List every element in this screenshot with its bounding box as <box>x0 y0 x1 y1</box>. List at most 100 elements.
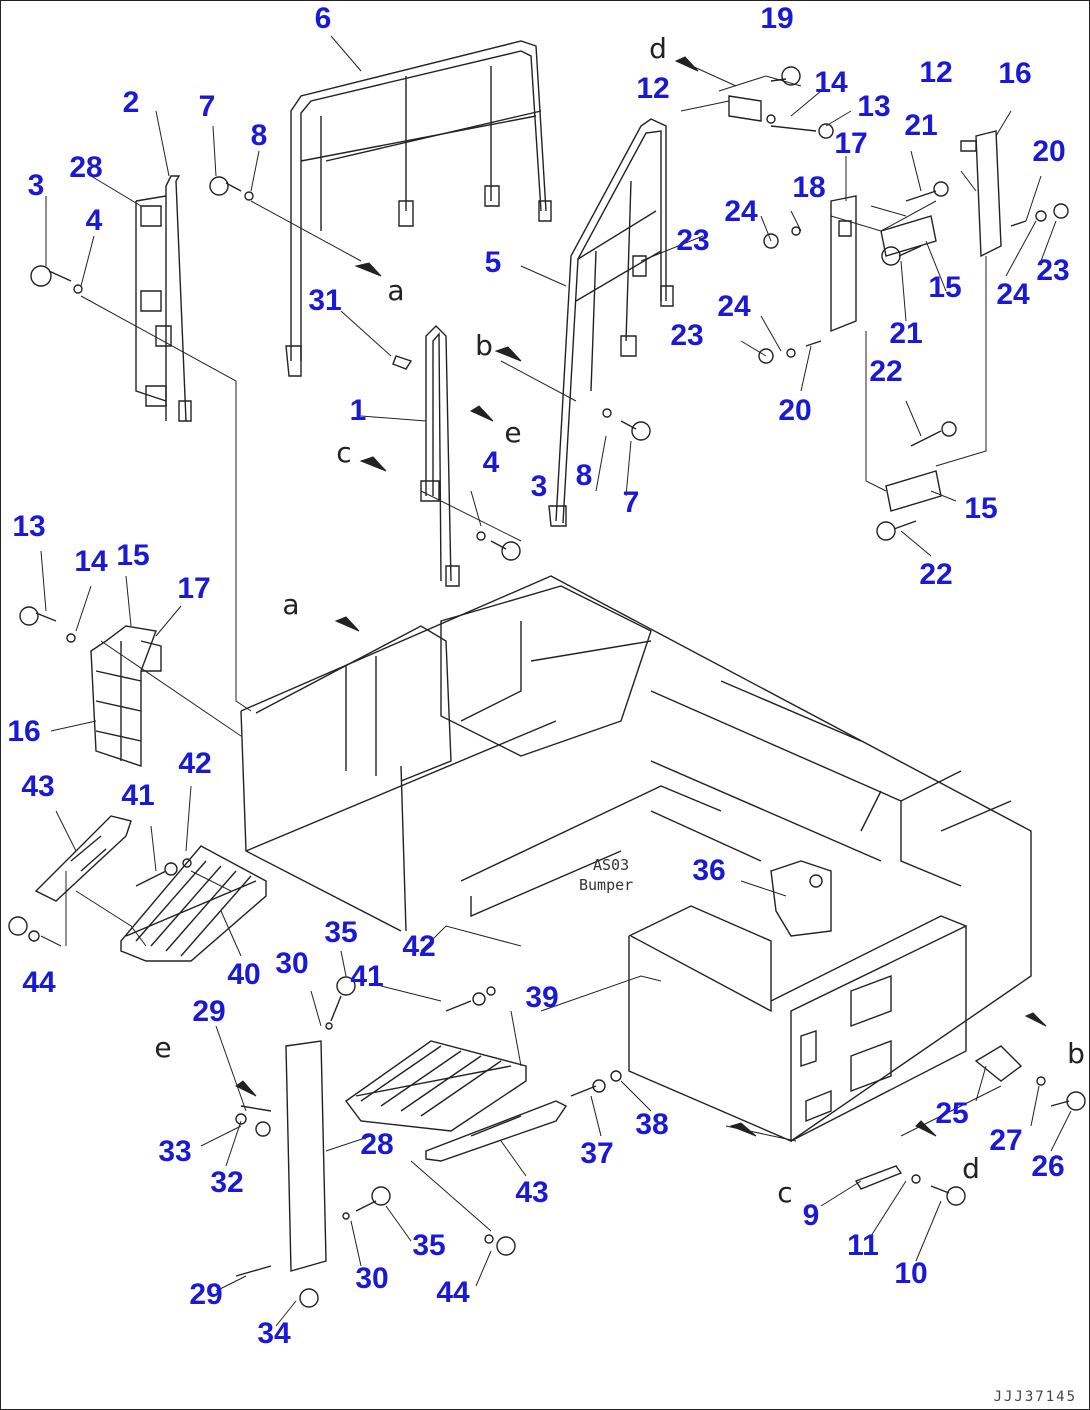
guard-43-lower <box>425 1100 568 1162</box>
guard-43-left <box>34 815 132 902</box>
right-box <box>628 905 967 1143</box>
callout-10: 10 <box>894 1257 928 1290</box>
callout-12: 12 <box>919 56 953 89</box>
step-39 <box>345 1040 527 1132</box>
callout-32: 32 <box>210 1166 244 1199</box>
callout-2: 2 <box>122 86 140 119</box>
callout-4: 4 <box>482 446 500 479</box>
leader-lines <box>40 35 1072 1327</box>
plate-17-right <box>830 195 857 333</box>
callout-21: 21 <box>904 109 938 142</box>
callout-13: 13 <box>857 90 891 123</box>
callout-38: 38 <box>635 1108 669 1141</box>
callout-31: 31 <box>308 284 342 317</box>
callout-24: 24 <box>996 278 1030 311</box>
view-ref-d: d <box>649 32 667 65</box>
step-40 <box>120 845 267 962</box>
callout-24: 24 <box>724 195 758 228</box>
callout-21: 21 <box>889 317 923 350</box>
callout-19: 19 <box>760 2 794 35</box>
frame-note-bumper: Bumper <box>579 876 634 894</box>
callout-15: 15 <box>928 271 962 304</box>
frame-note: AS03 <box>593 856 630 874</box>
callout-42: 42 <box>178 747 212 780</box>
callout-8: 8 <box>250 119 268 152</box>
view-ref-c: c <box>777 1176 793 1209</box>
callout-7: 7 <box>198 90 216 123</box>
callout-30: 30 <box>355 1262 389 1295</box>
plate-16-right <box>960 130 1002 258</box>
callout-44: 44 <box>22 966 56 999</box>
guard-9 <box>854 1165 903 1190</box>
callout-14: 14 <box>814 66 848 99</box>
handrail-6 <box>285 40 552 377</box>
callout-26: 26 <box>1031 1150 1065 1183</box>
callout-15: 15 <box>116 539 150 572</box>
callout-27: 27 <box>989 1124 1023 1157</box>
callout-13: 13 <box>12 510 46 543</box>
callout-3: 3 <box>530 470 548 503</box>
callout-39: 39 <box>525 981 559 1014</box>
handrail-5 <box>548 118 674 527</box>
callout-22: 22 <box>919 558 953 591</box>
callout-43: 43 <box>21 770 55 803</box>
cover-25 <box>974 1045 1023 1082</box>
callout-17: 17 <box>834 127 868 160</box>
callout-22: 22 <box>869 355 903 388</box>
floor-frame <box>240 575 1032 1142</box>
callout-35: 35 <box>412 1229 446 1262</box>
callout-20: 20 <box>778 394 812 427</box>
callout-17: 17 <box>177 572 211 605</box>
callout-44: 44 <box>436 1276 470 1309</box>
callout-5: 5 <box>484 246 502 279</box>
callout-34: 34 <box>257 1317 291 1350</box>
view-ref-b: b <box>1067 1037 1085 1070</box>
callout-43: 43 <box>515 1176 549 1209</box>
callout-12: 12 <box>636 72 670 105</box>
callout-6: 6 <box>314 2 332 35</box>
callout-7: 7 <box>622 486 640 519</box>
drawing-code: JJJ37145 <box>993 1389 1077 1405</box>
callout-1: 1 <box>349 394 367 427</box>
callout-18: 18 <box>792 171 826 204</box>
callout-41: 41 <box>350 960 384 993</box>
view-ref-a: a <box>282 588 300 621</box>
ladder-2 <box>135 175 192 422</box>
callout-29: 29 <box>192 995 226 1028</box>
bracket-16-left <box>90 625 162 767</box>
callout-3: 3 <box>27 169 45 202</box>
callout-14: 14 <box>74 545 108 578</box>
fasteners <box>8 66 1086 1308</box>
callout-29: 29 <box>189 1278 223 1311</box>
view-ref-b: b <box>475 329 493 362</box>
callout-16: 16 <box>7 715 41 748</box>
callout-41: 41 <box>121 779 155 812</box>
callout-4: 4 <box>85 204 103 237</box>
callout-8: 8 <box>575 459 593 492</box>
handrail-1 <box>420 325 460 587</box>
callout-9: 9 <box>802 1199 820 1232</box>
callout-28: 28 <box>360 1128 394 1161</box>
callout-40: 40 <box>227 958 261 991</box>
callout-42: 42 <box>402 930 436 963</box>
callout-35: 35 <box>324 916 358 949</box>
callout-23: 23 <box>670 319 704 352</box>
bracket-36 <box>770 860 832 937</box>
view-ref-d: d <box>962 1152 980 1185</box>
ref-arrows <box>235 56 1047 1137</box>
view-ref-c: c <box>336 436 352 469</box>
callout-15: 15 <box>964 492 998 525</box>
callout-37: 37 <box>580 1137 614 1170</box>
callout-33: 33 <box>158 1135 192 1168</box>
callout-23: 23 <box>1036 254 1070 287</box>
view-ref-a: a <box>387 274 405 307</box>
callout-30: 30 <box>275 947 309 980</box>
strip-28 <box>285 1040 327 1272</box>
view-ref-e: e <box>154 1031 172 1064</box>
callout-36: 36 <box>692 854 726 887</box>
view-ref-e: e <box>504 416 522 449</box>
callout-24: 24 <box>717 290 751 323</box>
callout-16: 16 <box>998 57 1032 90</box>
